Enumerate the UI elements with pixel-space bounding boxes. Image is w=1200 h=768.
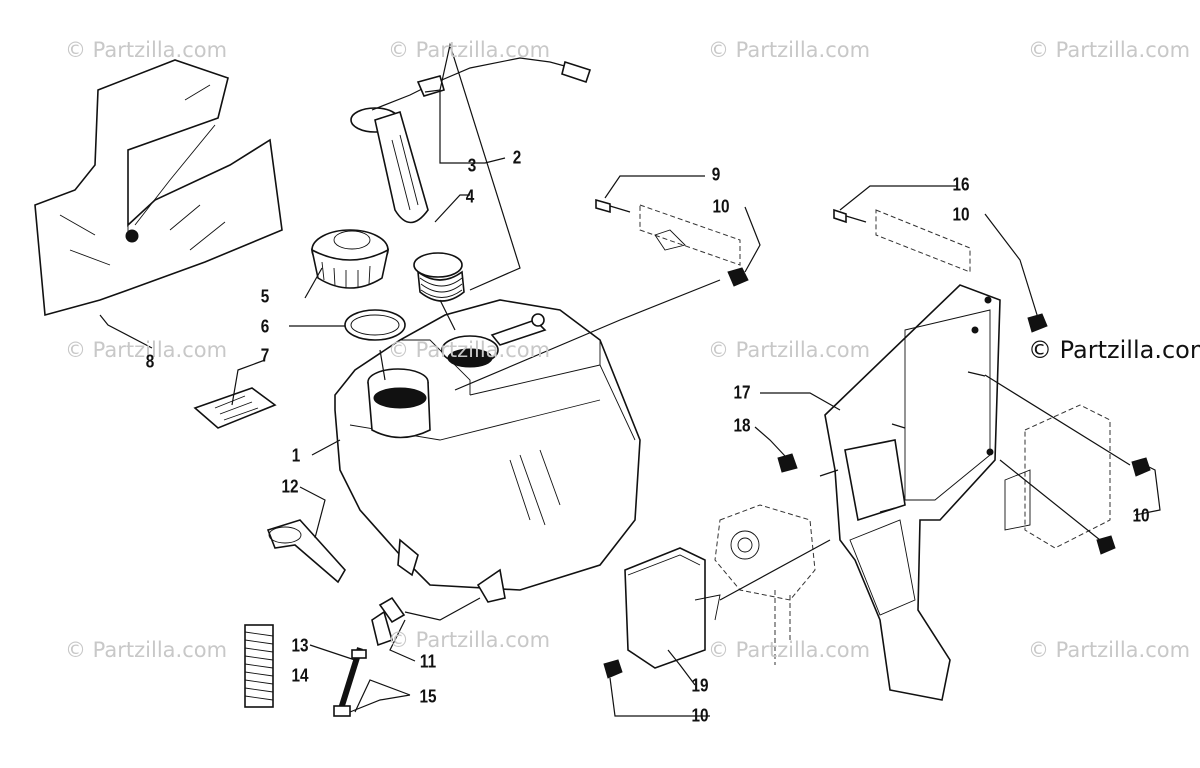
label-decal	[193, 387, 277, 429]
callout-16: 16	[952, 174, 970, 195]
watermark: © Partzilla.com	[1028, 38, 1191, 62]
watermark: © Partzilla.com	[388, 628, 551, 652]
fuel-tank	[334, 299, 641, 603]
watermark: © Partzilla.com	[708, 338, 871, 362]
clamp-strap	[266, 519, 346, 584]
fuel-fitting-hose	[333, 596, 406, 717]
callout-14: 14	[291, 665, 309, 686]
nut	[603, 659, 623, 679]
threaded-neck	[413, 252, 465, 302]
watermark: © Partzilla.com	[1028, 638, 1191, 662]
gas-cap	[310, 229, 390, 289]
gasket-ring	[344, 309, 406, 341]
callout-5: 5	[260, 286, 270, 307]
callout-19: 19	[691, 675, 709, 696]
coil-spring	[244, 624, 274, 708]
watermark: © Partzilla.com	[65, 338, 228, 362]
mounting-plate	[819, 284, 1001, 701]
watermark: © Partzilla.com	[708, 638, 871, 662]
watermark-main: © Partzilla.com	[1028, 336, 1200, 364]
watermark: © Partzilla.com	[65, 638, 228, 662]
callout-13: 13	[291, 635, 309, 656]
callout-10: 10	[1132, 505, 1150, 526]
relay-box	[624, 547, 721, 669]
callout-6: 6	[260, 316, 270, 337]
callout-15: 15	[419, 686, 437, 707]
watermark: © Partzilla.com	[388, 338, 551, 362]
callout-1: 1	[291, 445, 301, 466]
watermark: © Partzilla.com	[388, 38, 551, 62]
callout-17: 17	[733, 382, 751, 403]
leader-lines	[99, 42, 1161, 717]
watermark: © Partzilla.com	[708, 38, 871, 62]
callout-9: 9	[711, 164, 721, 185]
heat-shield	[34, 59, 283, 317]
upper-bracket-center	[454, 198, 749, 391]
callout-10: 10	[691, 705, 709, 726]
upper-bracket-right	[833, 208, 1048, 333]
callout-10: 10	[712, 196, 730, 217]
fuel-sender	[350, 57, 592, 224]
solenoid-assembly	[714, 504, 831, 665]
callout-3: 3	[467, 155, 477, 176]
callout-11: 11	[419, 651, 437, 672]
callout-18: 18	[733, 415, 751, 436]
callout-7: 7	[260, 345, 270, 366]
callout-4: 4	[465, 186, 475, 207]
watermark: © Partzilla.com	[65, 38, 228, 62]
callout-12: 12	[281, 476, 299, 497]
callout-2: 2	[512, 147, 522, 168]
electrical-module	[984, 374, 1151, 555]
nut	[777, 453, 798, 473]
callout-8: 8	[145, 351, 155, 372]
callout-10: 10	[952, 204, 970, 225]
